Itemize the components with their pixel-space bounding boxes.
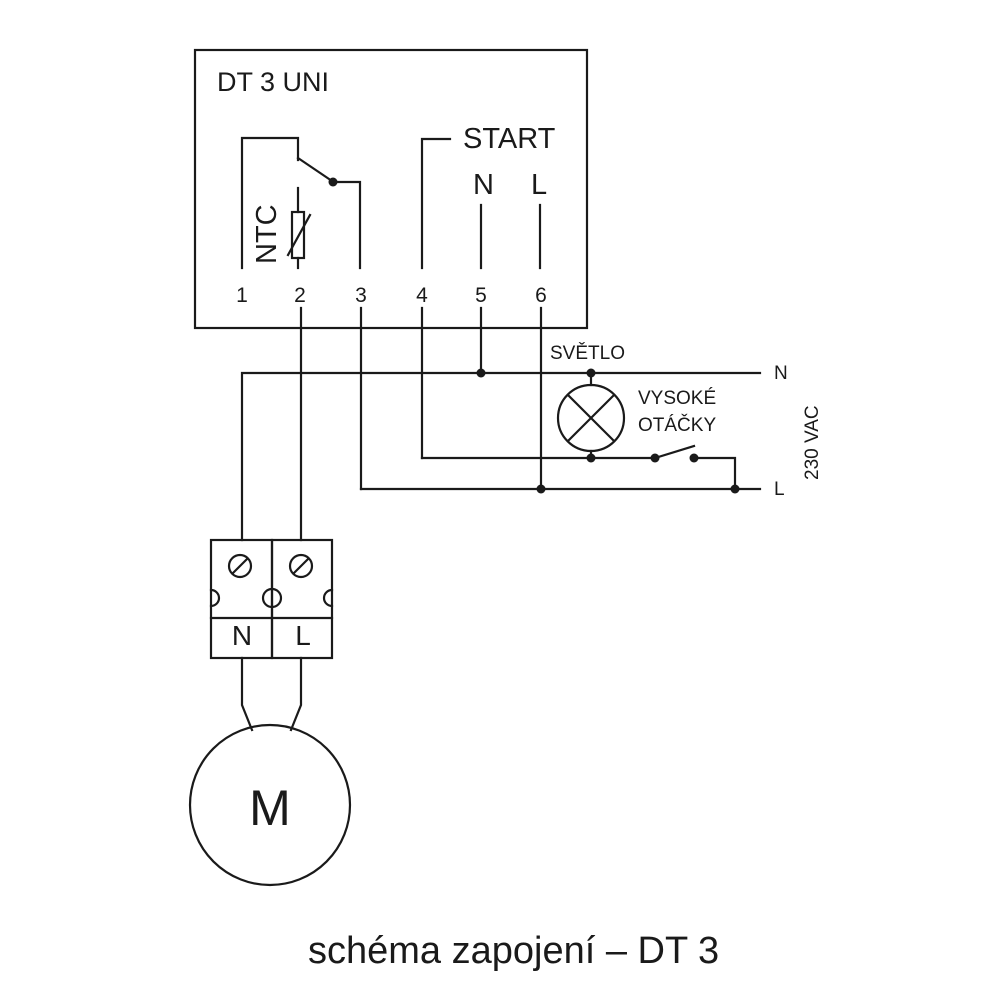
controller-title: DT 3 UNI bbox=[217, 67, 329, 97]
ntc-label: NTC bbox=[251, 204, 283, 264]
high-speed-label-2: OTÁČKY bbox=[638, 414, 716, 436]
terminal-2-label: 2 bbox=[294, 284, 306, 307]
terminal-5-label: 5 bbox=[475, 284, 487, 307]
lamp-cross-2 bbox=[566, 393, 616, 443]
terminal-6-label: 6 bbox=[535, 284, 547, 307]
terminal-block-n-label: N bbox=[232, 620, 252, 651]
voltage-label: 230 VAC bbox=[802, 405, 823, 480]
motor-lead-l bbox=[289, 656, 303, 732]
terminal-3-label: 3 bbox=[355, 284, 367, 307]
high-speed-switch-blade bbox=[653, 444, 696, 460]
start-label: START bbox=[463, 123, 556, 155]
line-n-label: N bbox=[774, 363, 788, 384]
high-speed-switch-to-live bbox=[692, 456, 737, 491]
terminal-block-l-label: L bbox=[295, 620, 311, 651]
diagram-caption: schéma zapojení – DT 3 bbox=[308, 930, 719, 972]
motor-terminal-block bbox=[209, 538, 334, 660]
relay-switch-blade bbox=[296, 156, 334, 183]
live-junction-terminal-6 bbox=[536, 484, 546, 494]
high-speed-junction-lamp bbox=[586, 453, 596, 463]
terminal-1-label: 1 bbox=[236, 284, 248, 307]
relay-wire-terminal-1 bbox=[240, 136, 300, 270]
neutral-junction-terminal-5 bbox=[476, 368, 486, 378]
high-speed-label-1: VYSOKÉ bbox=[638, 388, 716, 409]
controller-box bbox=[193, 48, 589, 330]
motor-label: M bbox=[249, 780, 291, 836]
motor-icon bbox=[188, 723, 352, 887]
terminal-4-label: 4 bbox=[416, 284, 428, 307]
relay-wire-terminal-3 bbox=[331, 180, 362, 270]
light-label: SVĚTLO bbox=[550, 342, 625, 364]
start-l-label: L bbox=[531, 169, 547, 201]
line-l-label: L bbox=[774, 479, 785, 500]
motor-lead-n bbox=[240, 656, 254, 732]
start-n-label: N bbox=[473, 169, 494, 201]
start-wire-terminal-4 bbox=[420, 137, 452, 270]
ntc-slash bbox=[286, 213, 312, 257]
